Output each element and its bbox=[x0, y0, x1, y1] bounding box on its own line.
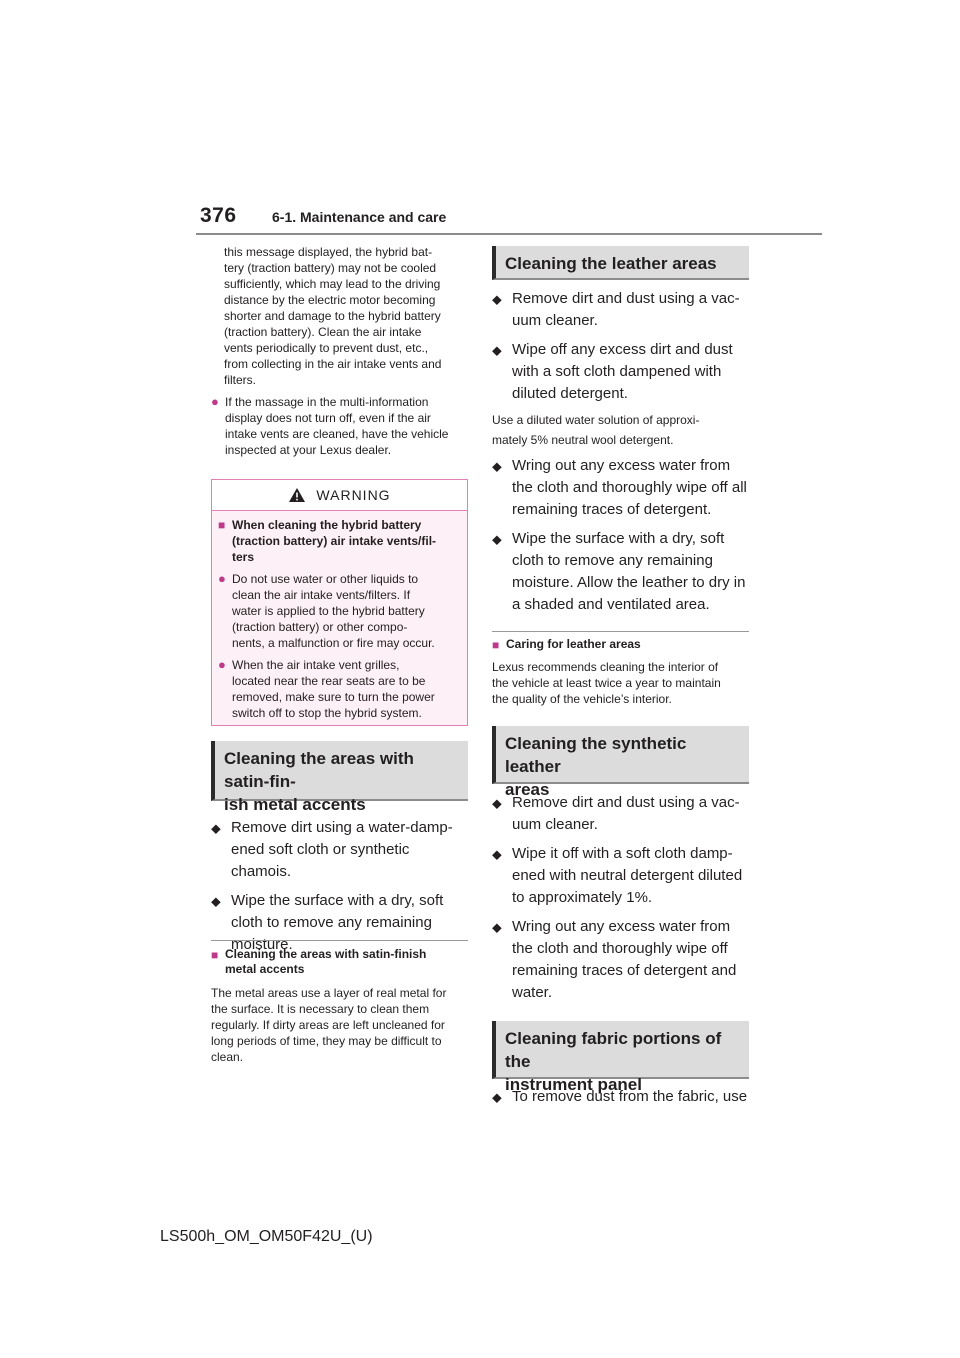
header-rule bbox=[196, 233, 822, 235]
list-item: ⬥ Remove dirt and dust using a vac- uum … bbox=[492, 792, 750, 836]
warning-item-text: Do not use water or other liquids to cle… bbox=[232, 572, 435, 650]
leather-bullet-list-b: ⬥ Wring out any excess water from the cl… bbox=[492, 455, 750, 623]
page-number: 376 bbox=[200, 204, 237, 227]
warning-item-text: When the air intake vent grilles, locate… bbox=[232, 658, 435, 720]
list-item: ⬥ Remove dirt using a water-damp- ened s… bbox=[211, 817, 469, 883]
diamond-bullet-icon: ⬥ bbox=[492, 458, 502, 474]
list-item-text: To remove dust from the fabric, use bbox=[512, 1088, 748, 1105]
diamond-bullet-icon: ⬥ bbox=[492, 291, 502, 307]
list-item-text: Remove dirt and dust using a vac- uum cl… bbox=[512, 290, 740, 329]
diamond-bullet-icon: ⬥ bbox=[492, 919, 502, 935]
satin-subheading: ■ Cleaning the areas with satin-finish m… bbox=[211, 947, 469, 977]
diamond-bullet-icon: ⬥ bbox=[492, 795, 502, 811]
pink-bullet-icon: ● bbox=[211, 394, 219, 409]
list-item-text: Wipe the surface with a dry, soft cloth … bbox=[231, 892, 444, 953]
warning-item: ● When the air intake vent grilles, loca… bbox=[218, 657, 459, 721]
divider bbox=[492, 631, 749, 632]
diamond-bullet-icon: ⬥ bbox=[492, 846, 502, 862]
heading-synthetic-leather: Cleaning the synthetic leather areas bbox=[492, 726, 749, 799]
warning-title-text: When cleaning the hybrid battery (tracti… bbox=[232, 518, 437, 564]
caring-subheading: ■ Caring for leather areas bbox=[492, 637, 750, 653]
caring-note: Lexus recommends cleaning the interior o… bbox=[492, 660, 721, 706]
list-item: ⬥ Wring out any excess water from the cl… bbox=[492, 916, 750, 1004]
document-code: LS500h_OM_OM50F42U_(U) bbox=[160, 1228, 373, 1245]
square-bullet-icon: ■ bbox=[218, 518, 226, 532]
left-top-text: this message displayed, the hybrid bat- … bbox=[211, 244, 469, 458]
list-item-text: Wipe the surface with a dry, soft cloth … bbox=[512, 530, 746, 613]
heading-leather: Cleaning the leather areas bbox=[492, 246, 749, 280]
warning-title: ■ When cleaning the hybrid battery (trac… bbox=[218, 517, 459, 565]
warning-item: ● Do not use water or other liquids to c… bbox=[218, 571, 459, 651]
heading-satin-metal: Cleaning the areas with satin-fin- ish m… bbox=[211, 741, 468, 814]
list-item-text: Wring out any excess water from the clot… bbox=[512, 457, 747, 518]
synthetic-bullet-list: ⬥ Remove dirt and dust using a vac- uum … bbox=[492, 792, 750, 1011]
list-item: ⬥ Wipe the surface with a dry, soft clot… bbox=[492, 528, 750, 616]
note-item: ● If the massage in the multi-informatio… bbox=[211, 394, 469, 458]
pink-bullet-icon: ● bbox=[218, 571, 226, 586]
section-title: 6-1. Maintenance and care bbox=[272, 209, 447, 225]
warning-triangle-icon bbox=[289, 488, 306, 502]
list-item: ⬥ Wring out any excess water from the cl… bbox=[492, 455, 750, 521]
warning-label: WARNING bbox=[316, 487, 391, 503]
list-item-text: Remove dirt and dust using a vac- uum cl… bbox=[512, 794, 740, 833]
divider bbox=[211, 940, 468, 941]
warning-body: ■ When cleaning the hybrid battery (trac… bbox=[212, 511, 467, 721]
diamond-bullet-icon: ⬥ bbox=[492, 1089, 502, 1105]
list-item-text: Remove dirt using a water-damp- ened sof… bbox=[231, 819, 453, 880]
heading-fabric-instrument-panel: Cleaning fabric portions of the instrume… bbox=[492, 1021, 749, 1094]
satin-bullet-list: ⬥ Remove dirt using a water-damp- ened s… bbox=[211, 817, 469, 963]
pink-bullet-icon: ● bbox=[218, 657, 226, 672]
continuation-paragraph: this message displayed, the hybrid bat- … bbox=[224, 245, 442, 387]
fabric-bullet-list: ⬥ To remove dust from the fabric, use bbox=[492, 1086, 750, 1115]
diamond-bullet-icon: ⬥ bbox=[211, 820, 221, 836]
square-bullet-icon: ■ bbox=[492, 638, 500, 652]
satin-subheading-text: Cleaning the areas with satin-finish met… bbox=[225, 947, 427, 976]
diamond-bullet-icon: ⬥ bbox=[492, 342, 502, 358]
square-bullet-icon: ■ bbox=[211, 948, 219, 962]
list-item-text: Wipe off any excess dirt and dust with a… bbox=[512, 341, 733, 402]
leather-note: Use a diluted water solution of approxi-… bbox=[492, 413, 700, 447]
satin-note: The metal areas use a layer of real meta… bbox=[211, 986, 447, 1064]
list-item: ⬥ Wipe it off with a soft cloth damp- en… bbox=[492, 843, 750, 909]
list-item-text: Wring out any excess water from the clot… bbox=[512, 918, 737, 1001]
list-item: ⬥ Wipe off any excess dirt and dust with… bbox=[492, 339, 750, 405]
list-item: ⬥ Wipe the surface with a dry, soft clot… bbox=[211, 890, 469, 956]
note-item-text: If the massage in the multi-information … bbox=[225, 395, 449, 457]
diamond-bullet-icon: ⬥ bbox=[492, 531, 502, 547]
list-item-text: Wipe it off with a soft cloth damp- ened… bbox=[512, 845, 743, 906]
warning-header: WARNING bbox=[212, 480, 467, 511]
list-item: ⬥ To remove dust from the fabric, use bbox=[492, 1086, 750, 1108]
leather-bullet-list-a: ⬥ Remove dirt and dust using a vac- uum … bbox=[492, 288, 750, 412]
caring-subheading-text: Caring for leather areas bbox=[506, 637, 641, 651]
list-item: ⬥ Remove dirt and dust using a vac- uum … bbox=[492, 288, 750, 332]
diamond-bullet-icon: ⬥ bbox=[211, 893, 221, 909]
warning-box: WARNING ■ When cleaning the hybrid batte… bbox=[211, 479, 468, 726]
